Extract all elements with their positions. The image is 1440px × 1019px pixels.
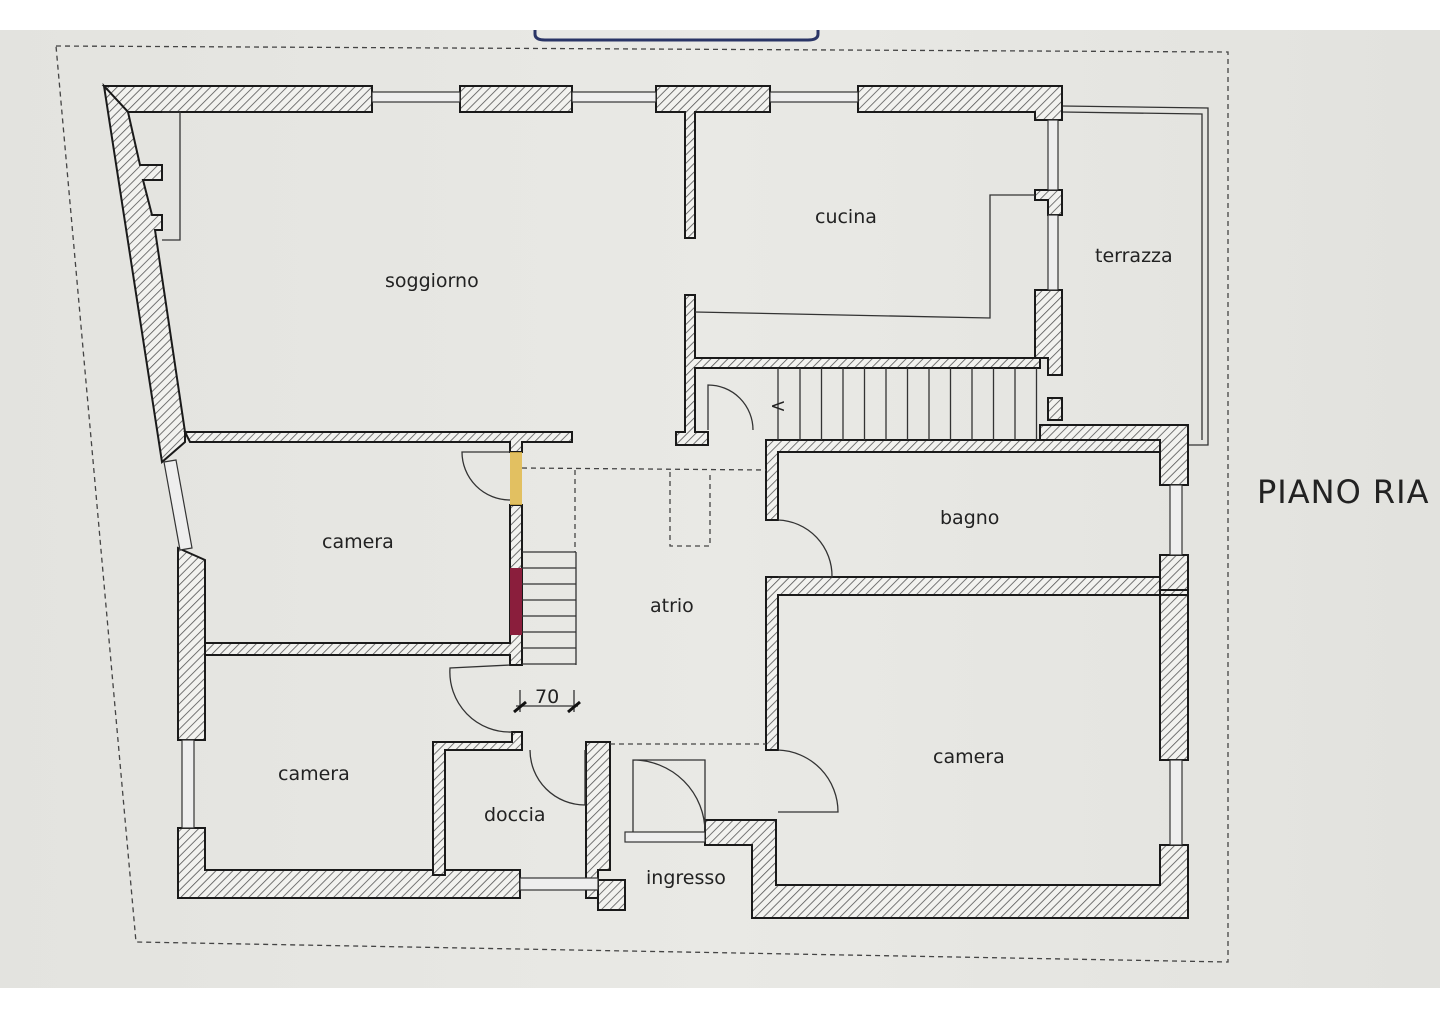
dimension-label: 70	[535, 686, 559, 708]
kitchen-counter	[694, 194, 1035, 319]
room-label-doccia: doccia	[484, 804, 546, 826]
stairs-upper	[777, 368, 1038, 440]
room-label-atrio: atrio	[650, 595, 694, 617]
doors	[449, 384, 839, 833]
room-label-camera: camera	[322, 531, 394, 553]
room-label-ingresso: ingresso	[646, 867, 726, 889]
walls	[101, 82, 1189, 919]
room-label-cucina: cucina	[815, 206, 877, 228]
fireplace-outline	[162, 111, 181, 241]
room-label-bagno: bagno	[940, 507, 999, 529]
terrazza-outline	[1061, 105, 1209, 446]
room-label-terrazza: terrazza	[1095, 245, 1173, 267]
dimension-70: 70	[513, 686, 581, 714]
floor-title: PIANO RIA	[1257, 473, 1429, 511]
highlight-yellow	[510, 452, 522, 505]
stair-arrow: <	[770, 395, 786, 417]
binder-tab	[533, 30, 820, 42]
room-label-soggiorno: soggiorno	[385, 270, 479, 292]
property-boundary	[55, 45, 1229, 963]
stairs-lower	[522, 551, 577, 665]
room-label-camera: camera	[278, 763, 350, 785]
stair-dashed-outline	[521, 467, 767, 552]
room-label-camera: camera	[933, 746, 1005, 768]
highlight-crimson	[510, 568, 522, 635]
windows	[163, 91, 1183, 891]
